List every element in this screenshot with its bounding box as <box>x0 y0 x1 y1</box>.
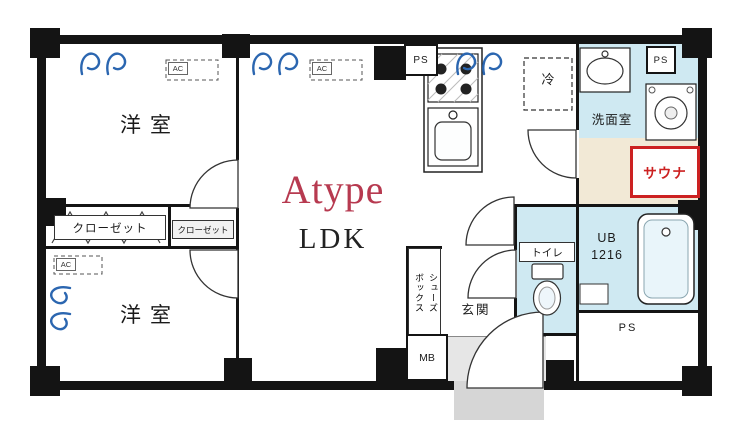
pillar <box>682 366 712 396</box>
entrance-label: 玄関 <box>461 302 491 317</box>
pipe-space-right-label: PS <box>646 46 676 74</box>
pipe-space-top-label: PS <box>404 44 438 76</box>
bathtub-icon <box>579 213 695 305</box>
window-mark-icon <box>50 286 72 331</box>
ac-label-2: AC <box>312 62 332 75</box>
wall <box>168 204 171 246</box>
pillar <box>30 28 60 58</box>
wall <box>46 204 236 207</box>
wall <box>406 246 409 381</box>
ldk-label: LDK <box>298 222 368 255</box>
washroom-label: 洗面室 <box>591 112 633 127</box>
pillar <box>374 46 406 80</box>
bedroom-bottom-label: 洋室 <box>120 304 180 327</box>
wall <box>514 333 576 336</box>
outer-wall <box>37 35 707 390</box>
unit-bath-line2: 1216 <box>591 248 623 262</box>
kitchen-sink-icon <box>427 107 479 167</box>
door-arc <box>465 196 515 246</box>
pillar <box>546 360 574 386</box>
ac-label-3: AC <box>56 258 76 271</box>
closet-main-label: クローゼット <box>54 215 166 240</box>
wall <box>514 204 698 207</box>
door-arcs <box>189 129 577 389</box>
window-mark-icon <box>456 52 503 76</box>
pillar <box>682 28 712 58</box>
door-arc <box>527 129 577 179</box>
meter-box-label: MB <box>406 334 448 381</box>
washer-pan-icon <box>645 83 697 141</box>
unit-bath-line1: UB <box>597 231 617 246</box>
door-arc <box>189 159 239 209</box>
sauna-label: サウナ <box>630 146 700 198</box>
pipe-space-bottom-label: PS <box>618 322 638 334</box>
unit-bath-label: UB 1216 <box>582 226 632 268</box>
window-marks <box>50 52 503 331</box>
door-arc <box>189 249 239 299</box>
door-arc <box>467 249 517 299</box>
wall <box>46 246 236 249</box>
fridge-dashed-outline <box>523 57 573 111</box>
ac-label-1: AC <box>168 62 188 75</box>
window-mark-icon <box>80 52 127 76</box>
wall <box>236 44 239 160</box>
shoe-box-label: シューズ ボックス <box>408 248 441 335</box>
shoe-box-line2: ボックス <box>414 273 424 313</box>
shoe-box-line1: シューズ <box>428 273 438 313</box>
ac-dashed-outline <box>53 255 103 275</box>
closet-sub-label: クローゼット <box>172 220 234 239</box>
wall <box>576 44 579 130</box>
toilet-icon <box>531 263 564 316</box>
pillar <box>222 34 250 58</box>
ac-outlines <box>53 59 363 275</box>
wall <box>514 298 517 333</box>
washbasin-icon <box>579 47 631 93</box>
bedroom-top-label: 洋室 <box>120 114 180 137</box>
wall <box>576 178 579 310</box>
pillar <box>224 358 252 382</box>
ac-dashed-outline <box>309 59 363 81</box>
plan-title: Atype <box>281 166 385 212</box>
entrance-door-arc <box>466 311 544 389</box>
toilet-label: トイレ <box>519 242 575 262</box>
window-mark-icon <box>252 52 299 76</box>
wall <box>514 204 517 250</box>
refrigerator-label: 冷 <box>541 71 555 87</box>
wall <box>576 310 698 313</box>
wall <box>576 310 579 381</box>
wall <box>406 246 442 249</box>
ac-dashed-outline <box>165 59 219 81</box>
pillar <box>30 366 60 396</box>
pillar <box>376 348 406 382</box>
closet-hanger-zigzag <box>51 210 161 245</box>
